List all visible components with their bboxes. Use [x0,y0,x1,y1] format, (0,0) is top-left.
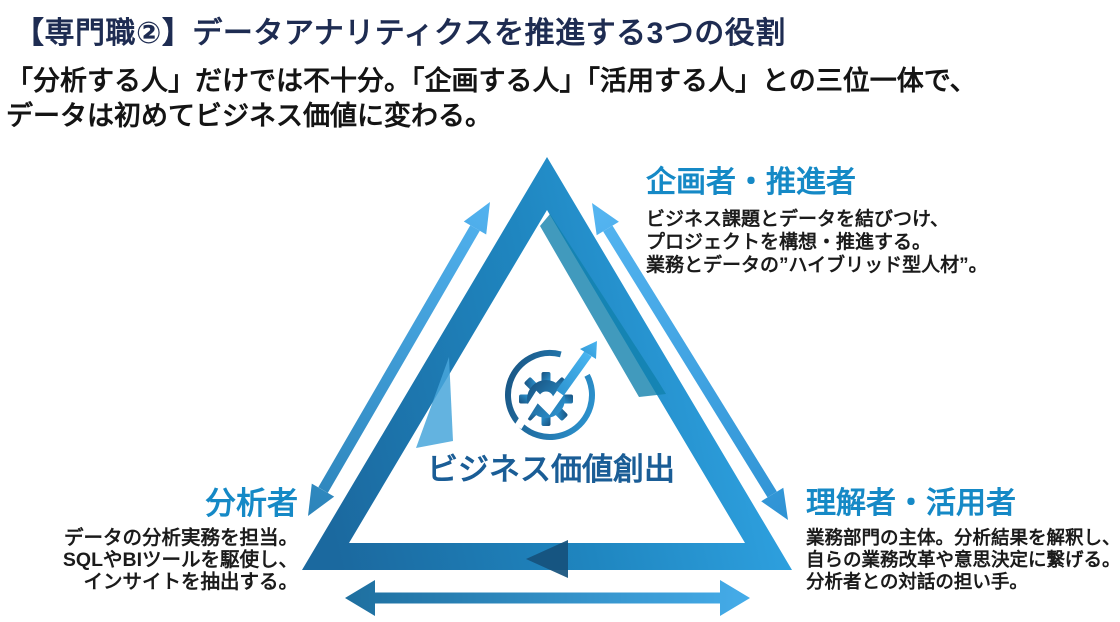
triangle-ring [302,157,792,570]
role-user-line-1: 業務部門の主体。分析結果を解釈し、 [806,527,1120,548]
role-planner-line-1: ビジネス課題とデータを結びつけ、 [646,209,950,230]
role-planner-title: 企画者・推進者 [646,166,856,199]
bottom-edge-cycle-arrowhead [526,540,568,578]
right-edge-cycle-strip [540,214,666,397]
role-user-line-3: 分析者との対話の担い手。 [806,571,1028,592]
center-label: ビジネス価値創出 [427,452,675,487]
role-planner-line-3: 業務とデータの”ハイブリッド型人材”。 [646,255,988,276]
slide-title: 【専門職②】データアナリティクスを推進する3つの役割 [14,17,786,50]
slide-subtitle: 「分析する人」だけでは不十分。「企画する人」「活用する人」との三位一体で、 デー… [6,64,977,134]
role-analyst-title: 分析者 [205,486,298,521]
role-planner: 企画者・推進者 ビジネス課題とデータを結びつけ、 プロジェクトを構想・推進する。… [646,166,988,277]
role-user-description: 業務部門の主体。分析結果を解釈し、 自らの業務改革や意思決定に繋げる。 分析者と… [806,527,1120,593]
role-user-title: 理解者・活用者 [806,487,1016,520]
left-edge-cycle-wedge [416,357,453,448]
role-analyst-line-1: データの分析実務を担当。 [63,527,298,549]
subtitle-line-1: 「分析する人」だけでは不十分。「企画する人」「活用する人」との三位一体で、 [6,66,977,96]
bottom-double-arrow [345,580,750,616]
subtitle-line-2: データは初めてビジネス価値に変わる。 [6,101,492,131]
role-analyst-line-2: SQLやBIツールを駆使し、 [62,549,298,571]
role-planner-description: ビジネス課題とデータを結びつけ、 プロジェクトを構想・推進する。 業務とデータの… [646,208,988,277]
role-user-line-2: 自らの業務改革や意思決定に繋げる。 [806,549,1120,570]
left-double-arrow [308,202,490,516]
role-planner-line-2: プロジェクトを構想・推進する。 [646,232,932,253]
role-analyst: 分析者 データの分析実務を担当。 SQLやBIツールを駆使し、 インサイトを抽出… [30,486,298,594]
role-analyst-line-3: インサイトを抽出する。 [83,571,298,593]
gear-growth-chart-icon [505,341,597,440]
role-user: 理解者・活用者 業務部門の主体。分析結果を解釈し、 自らの業務改革や意思決定に繋… [806,487,1120,593]
role-analyst-description: データの分析実務を担当。 SQLやBIツールを駆使し、 インサイトを抽出する。 [30,527,298,593]
right-double-arrow [592,203,788,520]
